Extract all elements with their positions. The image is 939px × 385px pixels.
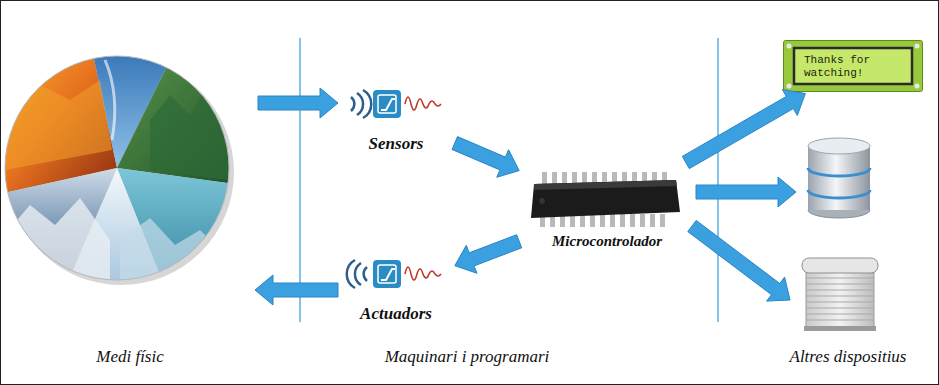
block-arrow (682, 90, 805, 169)
caption-text: Maquinari i programari (385, 347, 550, 366)
lcd-display: Thanks for watching! (783, 40, 923, 92)
actuator-block: Actuadors (340, 250, 452, 326)
sensor-block: Sensors (340, 80, 452, 156)
caption-text: Altres dispositius (790, 347, 907, 366)
column-caption: Medi físic (96, 347, 164, 367)
block-arrow (452, 137, 519, 178)
block-arrow (455, 235, 522, 274)
lcd-text: Thanks for watching! (804, 54, 892, 80)
column-caption: Altres dispositius (790, 347, 907, 367)
block-label: Actuadors (360, 304, 432, 324)
caption-text: Medi físic (96, 347, 164, 366)
block-label: Microcontrolador (552, 232, 662, 250)
microcontroller-block: Microcontrolador (522, 164, 692, 252)
column-caption: Maquinari i programari (385, 347, 550, 367)
block-label: Sensors (369, 134, 424, 154)
